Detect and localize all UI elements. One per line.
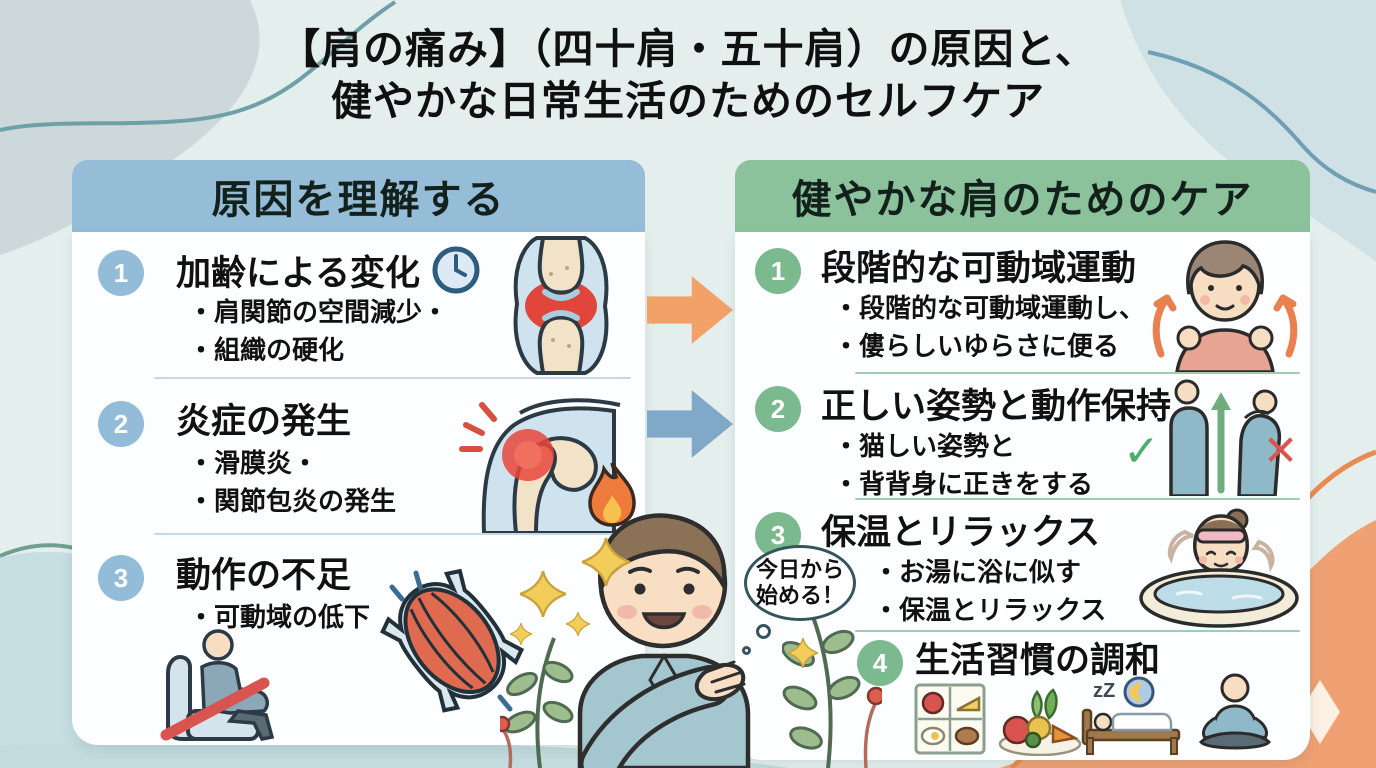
care-panel-title: 健やかな肩のためのケア <box>791 178 1254 222</box>
care-item-warmth: 3 保温とリラックス ・お湯に浴に似す ・保温とリラックス <box>735 500 1310 632</box>
page-title-line2: 健やかな日常生活のためのセルフケア <box>331 77 1045 124</box>
row-divider <box>855 497 1300 500</box>
care-bullet: ・僂らしいゆらさに便る <box>833 330 1120 361</box>
care-panel-header: 健やかな肩のためのケア <box>735 160 1310 232</box>
care-bullet: ・お湯に浴に似す <box>873 557 1082 587</box>
care-bullet: ・背背身に正きをする <box>833 468 1094 499</box>
row-divider <box>855 371 1300 374</box>
cause-title-inactivity: 動作の不足 <box>176 556 352 595</box>
cause-item-inflammation: 2 炎症の発生 ・滑膜炎・ ・関節包炎の発生 <box>72 379 645 535</box>
plant-right <box>782 613 882 768</box>
row-divider <box>154 376 631 379</box>
cause-item-aging: 1 加齢による変化 ・肩関節の空間減少・ ・組織の硬化 <box>72 232 645 379</box>
vegetables-icon <box>998 688 1082 756</box>
step-number-badge: 4 <box>857 640 903 686</box>
shoulder-inflammation-illustration <box>459 398 621 533</box>
row-divider <box>855 629 1300 632</box>
care-title-lifestyle: 生活習慣の調和 <box>915 641 1161 680</box>
posture-comparison-illustration <box>1169 379 1282 496</box>
cause-title-inflammation: 炎症の発生 <box>176 402 352 441</box>
care-item-range-of-motion: 1 段階的な可動域運動 ・段階的な可動域運動し、 ・僂らしいゆらさに便る <box>735 232 1310 374</box>
care-bullet: ・猫しい姿勢と <box>833 431 1016 461</box>
meditation-person-icon <box>1199 673 1271 750</box>
sparkle-icon <box>566 612 590 636</box>
cause-bullet: ・関節包炎の発生 <box>188 485 397 516</box>
care-title-rom: 段階的な可動域運動 <box>821 249 1137 288</box>
man-illustration <box>577 513 751 768</box>
care-title-posture: 正しい姿勢と動作保持 <box>821 387 1172 426</box>
step-number-badge: 2 <box>755 386 801 432</box>
causes-panel-title: 原因を理解する <box>211 178 506 222</box>
sparkle-icon <box>520 571 566 617</box>
sitting-person-illustration <box>160 629 275 741</box>
thought-bubble-line2: 始める！ <box>755 583 844 608</box>
causes-panel-body: 1 加齢による変化 ・肩関節の空間減少・ ・組織の硬化 <box>72 232 645 745</box>
thought-bubble-dot <box>742 646 751 655</box>
sleeping-person-icon <box>1081 676 1181 755</box>
page-title-line1: 【肩の痛み】（四十肩・五十肩）の原因と、 <box>279 26 1097 72</box>
cause-bullet: ・可動域の低下 <box>188 602 371 632</box>
cause-title-aging: 加齢による変化 <box>176 253 420 293</box>
check-icon: ✓ <box>1123 427 1160 476</box>
thought-bubble-dot <box>756 624 771 639</box>
step-number-badge: 2 <box>98 401 144 447</box>
thought-bubble-line1: 今日から <box>755 557 844 583</box>
sleep-zzz-text: zZ <box>1093 680 1116 702</box>
care-item-posture: 2 正しい姿勢と動作保持 ・猫しい姿勢と ・背背身に正きをする ✓ ✕ <box>735 374 1310 500</box>
cause-bullet: ・肩関節の空間減少・ <box>188 297 449 327</box>
sparkle-icon <box>788 638 818 668</box>
care-item-lifestyle: 4 生活習慣の調和 <box>735 632 1310 760</box>
cause-bullet: ・滑膜炎・ <box>188 448 319 478</box>
thought-bubble: 今日から 始める！ <box>744 545 856 621</box>
bath-illustration <box>1139 508 1299 628</box>
step-number-badge: 3 <box>98 555 144 601</box>
cause-item-inactivity: 3 動作の不足 ・可動域の低下 <box>72 535 645 745</box>
cross-icon: ✕ <box>1263 427 1299 474</box>
step-number-badge: 1 <box>98 250 144 296</box>
joint-illustration <box>513 236 609 375</box>
exercise-woman-illustration <box>1152 240 1298 372</box>
care-panel-body: 1 段階的な可動域運動 ・段階的な可動域運動し、 ・僂らしいゆらさに便る <box>735 232 1310 760</box>
clock-icon <box>432 246 480 294</box>
food-grid-icon <box>914 683 986 755</box>
causes-panel-header: 原因を理解する <box>72 160 645 232</box>
step-number-badge: 1 <box>755 248 801 294</box>
care-bullet: ・段階的な可動域運動し、 <box>833 293 1146 323</box>
row-divider <box>154 532 631 535</box>
care-title-warmth: 保温とリラックス <box>821 513 1100 552</box>
muscle-illustration <box>380 568 531 713</box>
page-title: 【肩の痛み】（四十肩・五十肩）の原因と、 健やかな日常生活のためのセルフケア <box>0 24 1376 127</box>
sparkle-white <box>1300 680 1340 744</box>
plant-left <box>500 637 574 768</box>
cause-bullet: ・組織の硬化 <box>188 334 345 365</box>
sparkle-icon <box>582 538 630 586</box>
care-bullet: ・保温とリラックス <box>873 594 1107 625</box>
sparkle-icon <box>510 623 532 645</box>
fire-icon <box>588 462 636 527</box>
